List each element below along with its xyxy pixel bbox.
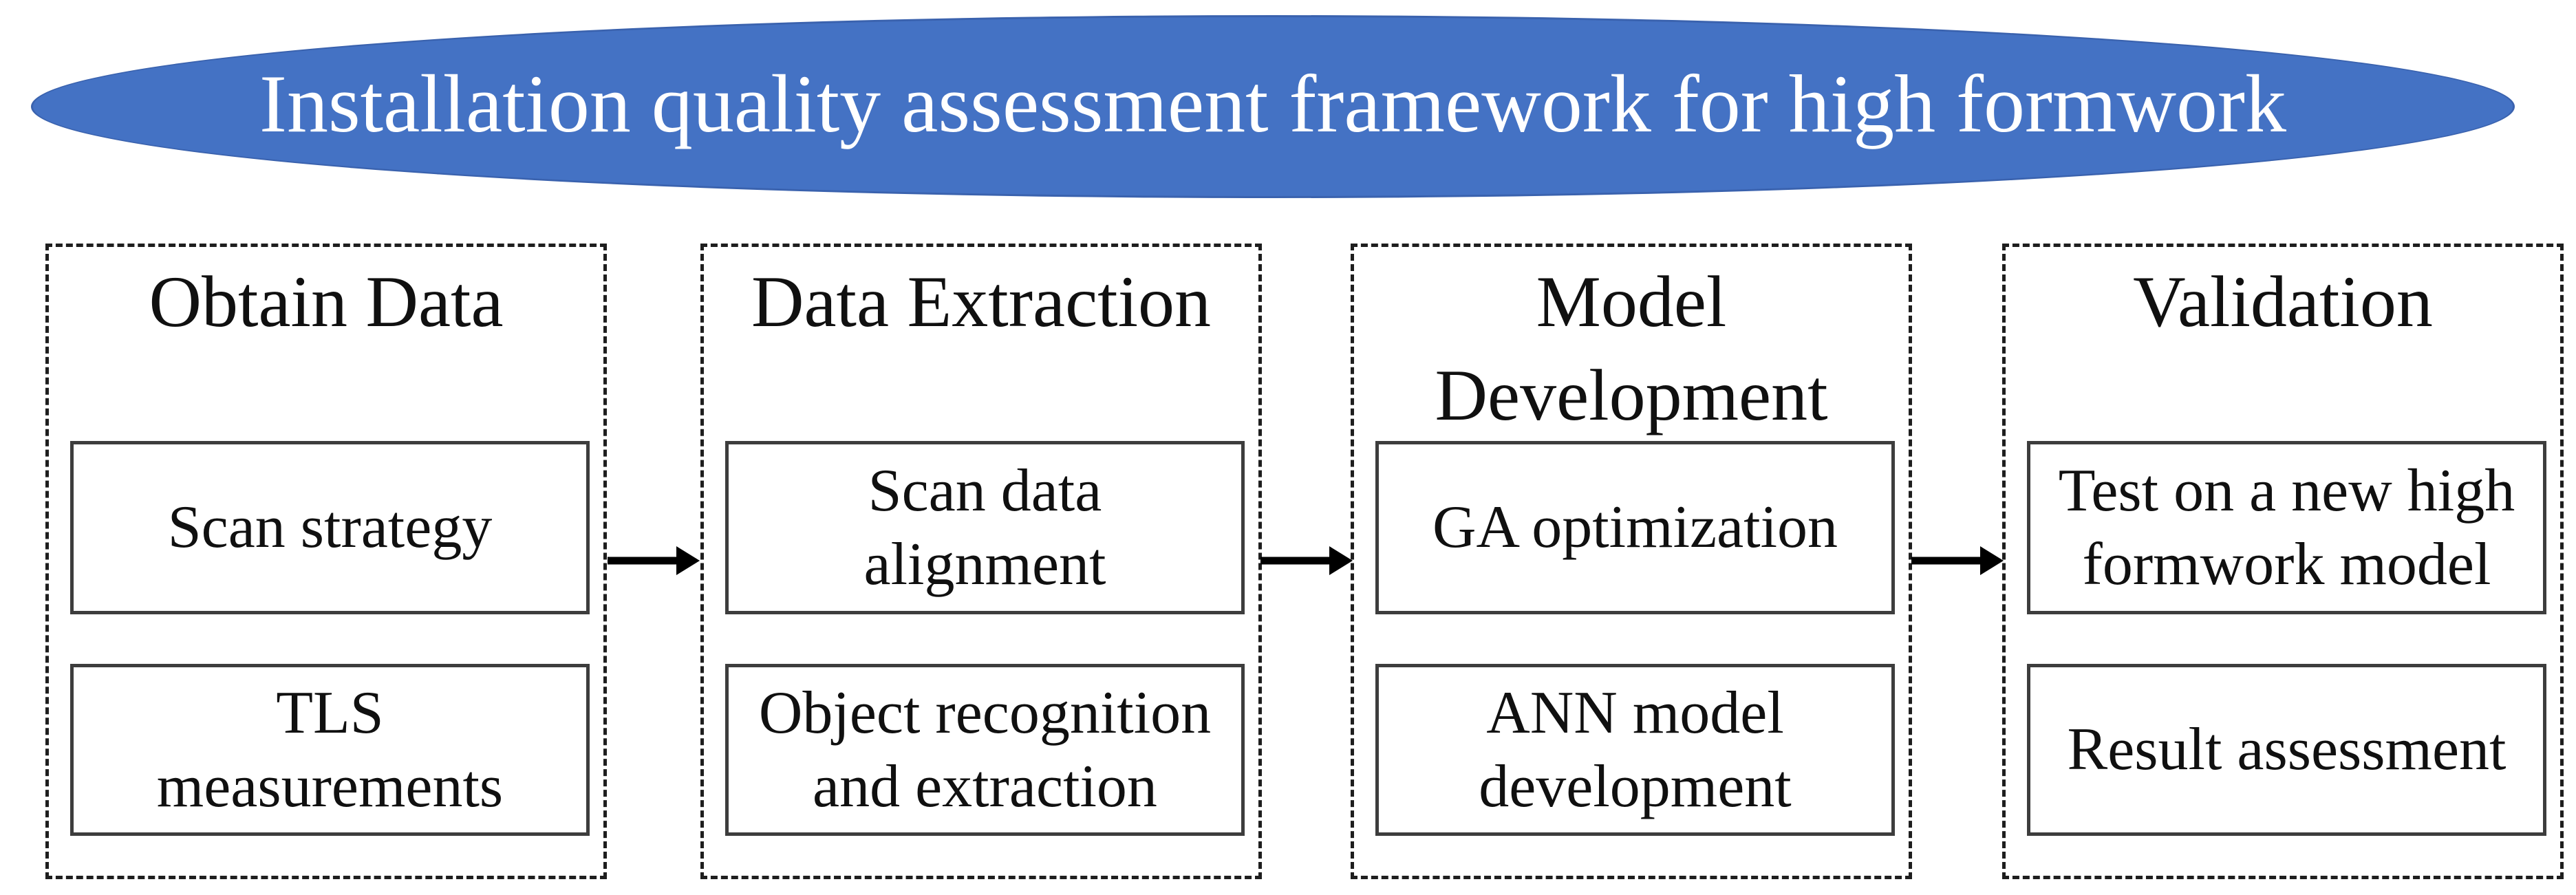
node-ann-model-development: ANN model development [1375, 664, 1895, 836]
column-validation: Validation Test on a new high formwork m… [2002, 244, 2564, 879]
node-label: Test on a new high formwork model [2058, 457, 2515, 598]
arrow-right-icon [1911, 546, 2004, 575]
node-label: ANN model development [1479, 679, 1792, 820]
node-object-recognition: Object recognition and extraction [725, 664, 1245, 836]
node-scan-strategy: Scan strategy [70, 441, 590, 614]
column-header-model-development: Model Development [1435, 261, 1828, 435]
node-label: Result assessment [2067, 716, 2507, 784]
node-label: GA optimization [1432, 494, 1838, 561]
node-result-assessment: Result assessment [2027, 664, 2546, 836]
node-label: Scan strategy [167, 494, 493, 561]
node-ga-optimization: GA optimization [1375, 441, 1895, 614]
column-obtain-data: Obtain Data Scan strategy TLS measuremen… [45, 244, 607, 879]
title-banner-ellipse: Installation quality assessment framewor… [31, 15, 2515, 198]
node-tls-measurements: TLS measurements [70, 664, 590, 836]
node-test-new-formwork: Test on a new high formwork model [2027, 441, 2546, 614]
column-header-validation: Validation [2133, 261, 2433, 342]
node-label: TLS measurements [156, 679, 504, 820]
node-label: Scan data alignment [863, 457, 1106, 598]
arrow-right-icon [1260, 546, 1353, 575]
column-header-obtain-data: Obtain Data [149, 261, 504, 342]
node-scan-data-alignment: Scan data alignment [725, 441, 1245, 614]
column-header-data-extraction: Data Extraction [751, 261, 1212, 342]
column-data-extraction: Data Extraction Scan data alignment Obje… [700, 244, 1262, 879]
diagram-title: Installation quality assessment framewor… [259, 58, 2286, 149]
node-label: Object recognition and extraction [758, 679, 1212, 820]
arrow-right-icon [608, 546, 700, 575]
column-model-development: Model Development GA optimization ANN mo… [1351, 244, 1912, 879]
